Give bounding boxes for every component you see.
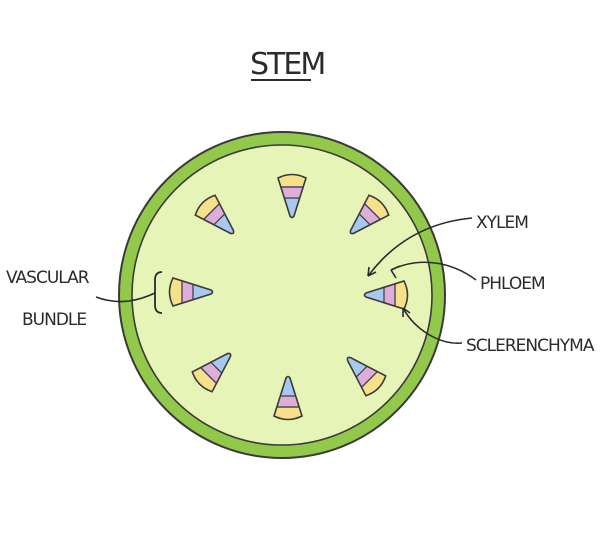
- xylem-arrowhead: [367, 266, 377, 277]
- sclerenchyma-pointer: [402, 307, 463, 344]
- phloem-label: PHLOEM: [480, 274, 545, 294]
- sclerenchyma-label: SCLERENCHYMA: [466, 336, 595, 356]
- label-pointers: [367, 217, 477, 344]
- vascular-bundle-label-line1: VASCULAR: [6, 268, 90, 288]
- vascular-bundle-bracket: [154, 271, 163, 314]
- vascular-bundle-pointer-line: [95, 292, 156, 303]
- phloem-arrowhead: [390, 265, 401, 279]
- vascular-bundle-label-line2: BUNDLE: [22, 310, 86, 330]
- xylem-pointer: [367, 217, 473, 277]
- diagram-title: STEM: [250, 47, 324, 82]
- sclerenchyma-arrowhead: [402, 307, 411, 317]
- xylem-label: XYLEM: [476, 213, 528, 233]
